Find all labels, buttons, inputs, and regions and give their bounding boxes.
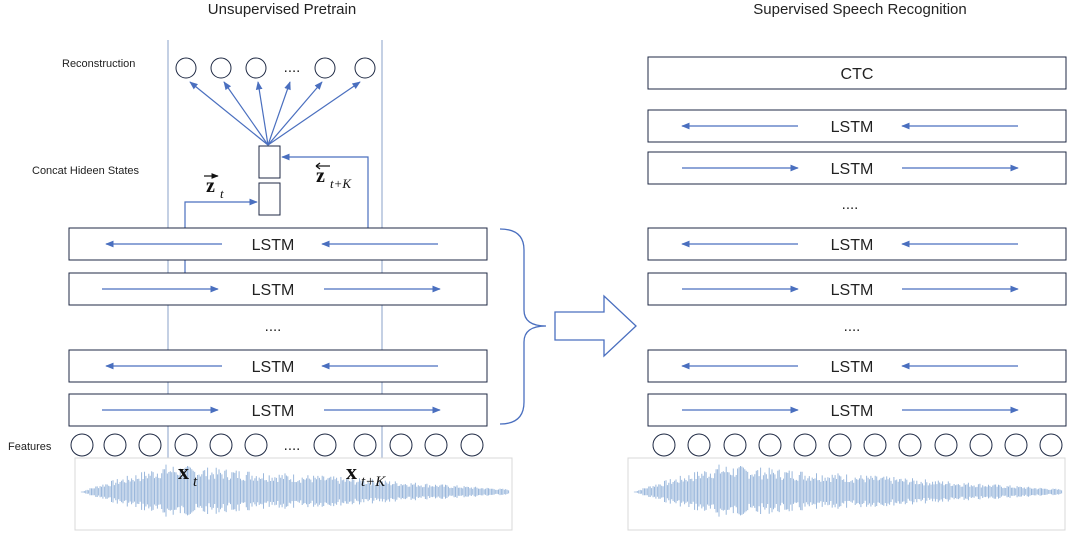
feature-node	[1039, 433, 1063, 457]
recon-node	[245, 57, 267, 79]
recon-arrow	[267, 81, 291, 146]
feature-node	[70, 433, 94, 457]
left-lstm-stack: LSTM LSTM .... LSTM LSTM	[68, 227, 488, 427]
feature-node	[424, 433, 448, 457]
z-backward-sub: t+K	[330, 176, 352, 191]
lstm-label: LSTM	[831, 282, 874, 299]
feature-node	[1004, 433, 1028, 457]
reconstruction-label: Reconstruction	[62, 58, 135, 70]
recon-arrow	[267, 81, 323, 146]
right-lstm-ellipsis: ....	[844, 318, 861, 335]
ctc-label: CTC	[841, 66, 874, 83]
z-backward-base: z	[316, 165, 325, 187]
right-top-lstm-2: LSTM	[647, 151, 1067, 185]
left-feature-nodes	[70, 433, 484, 457]
feature-node	[652, 433, 676, 457]
feature-node	[353, 433, 377, 457]
lstm-label: LSTM	[252, 237, 295, 254]
left-lstm-layer-3: LSTM	[68, 349, 488, 383]
feature-node	[793, 433, 817, 457]
waveform-path	[80, 464, 510, 517]
x-tk-label: x t+K	[346, 459, 386, 490]
concat-box-forward	[258, 182, 281, 216]
right-lstm-layer-2: LSTM	[647, 272, 1067, 306]
left-lstm-layer-1: LSTM	[68, 227, 488, 261]
lstm-label: LSTM	[831, 161, 874, 178]
backward-state-connector	[281, 153, 369, 244]
feature-node	[209, 433, 233, 457]
feature-node	[244, 433, 268, 457]
recon-arrows	[189, 81, 361, 146]
recon-arrow	[223, 81, 269, 146]
right-lstm-layer-1: LSTM	[647, 227, 1067, 261]
lstm-label: LSTM	[831, 237, 874, 254]
right-top-ellipsis: ....	[842, 196, 859, 213]
lstm-label: LSTM	[252, 403, 295, 420]
z-forward-sub: t	[220, 186, 224, 201]
forward-state-connector	[184, 198, 258, 290]
recon-node	[354, 57, 376, 79]
feature-node	[389, 433, 413, 457]
left-lstm-layer-4: LSTM	[68, 393, 488, 427]
waveform-path	[633, 464, 1063, 517]
right-top-lstm-1: LSTM	[647, 109, 1067, 143]
right-lstm-layer-4: LSTM	[647, 393, 1067, 427]
recon-ellipsis: ....	[284, 59, 301, 76]
recon-node	[314, 57, 336, 79]
feature-node	[969, 433, 993, 457]
z-backward-label: z t+K	[316, 165, 352, 191]
recon-node	[210, 57, 232, 79]
reconstruction-nodes	[175, 57, 376, 79]
feature-node	[460, 433, 484, 457]
feature-node	[174, 433, 198, 457]
feature-node	[863, 433, 887, 457]
z-forward-base: z	[206, 175, 215, 197]
right-stack: CTC LSTM LSTM .... LSTM LSTM ....	[647, 56, 1067, 427]
feature-node	[758, 433, 782, 457]
feature-node	[723, 433, 747, 457]
right-feature-nodes	[652, 433, 1063, 457]
z-forward-label: z t	[204, 173, 224, 201]
right-lstm-layer-3: LSTM	[647, 349, 1067, 383]
concat-box-backward	[258, 145, 281, 179]
feature-node	[898, 433, 922, 457]
left-lstm-layer-2: LSTM	[68, 272, 488, 306]
lstm-label: LSTM	[252, 359, 295, 376]
x-t-label: x t	[178, 459, 198, 490]
x-t-sub: t	[193, 474, 198, 490]
feature-node	[828, 433, 852, 457]
left-lstm-ellipsis: ....	[265, 318, 282, 335]
recon-arrow	[267, 81, 361, 146]
x-t-base: x	[178, 459, 189, 484]
lstm-label: LSTM	[831, 403, 874, 420]
stack-bracket	[499, 228, 547, 425]
recon-arrow	[255, 81, 269, 146]
lstm-label: LSTM	[831, 359, 874, 376]
x-tk-base: x	[346, 459, 357, 484]
x-tk-sub: t+K	[361, 474, 386, 490]
lstm-label: LSTM	[831, 119, 874, 136]
feature-node	[313, 433, 337, 457]
recon-arrow	[189, 81, 269, 146]
features-label: Features	[8, 441, 52, 453]
feature-node	[138, 433, 162, 457]
ctc-box	[647, 56, 1067, 90]
feature-node	[687, 433, 711, 457]
left-panel-title: Unsupervised Pretrain	[208, 1, 356, 18]
feature-node	[934, 433, 958, 457]
feature-ellipsis: ....	[284, 437, 301, 454]
right-panel-title: Supervised Speech Recognition	[753, 1, 966, 18]
right-waveform	[633, 464, 1063, 517]
feature-node	[103, 433, 127, 457]
concat-label: Concat Hideen States	[32, 165, 140, 177]
lstm-label: LSTM	[252, 282, 295, 299]
transfer-arrow-icon	[554, 294, 637, 358]
left-waveform	[80, 464, 510, 517]
recon-node	[175, 57, 197, 79]
z-backward-arrowhead	[315, 162, 321, 170]
